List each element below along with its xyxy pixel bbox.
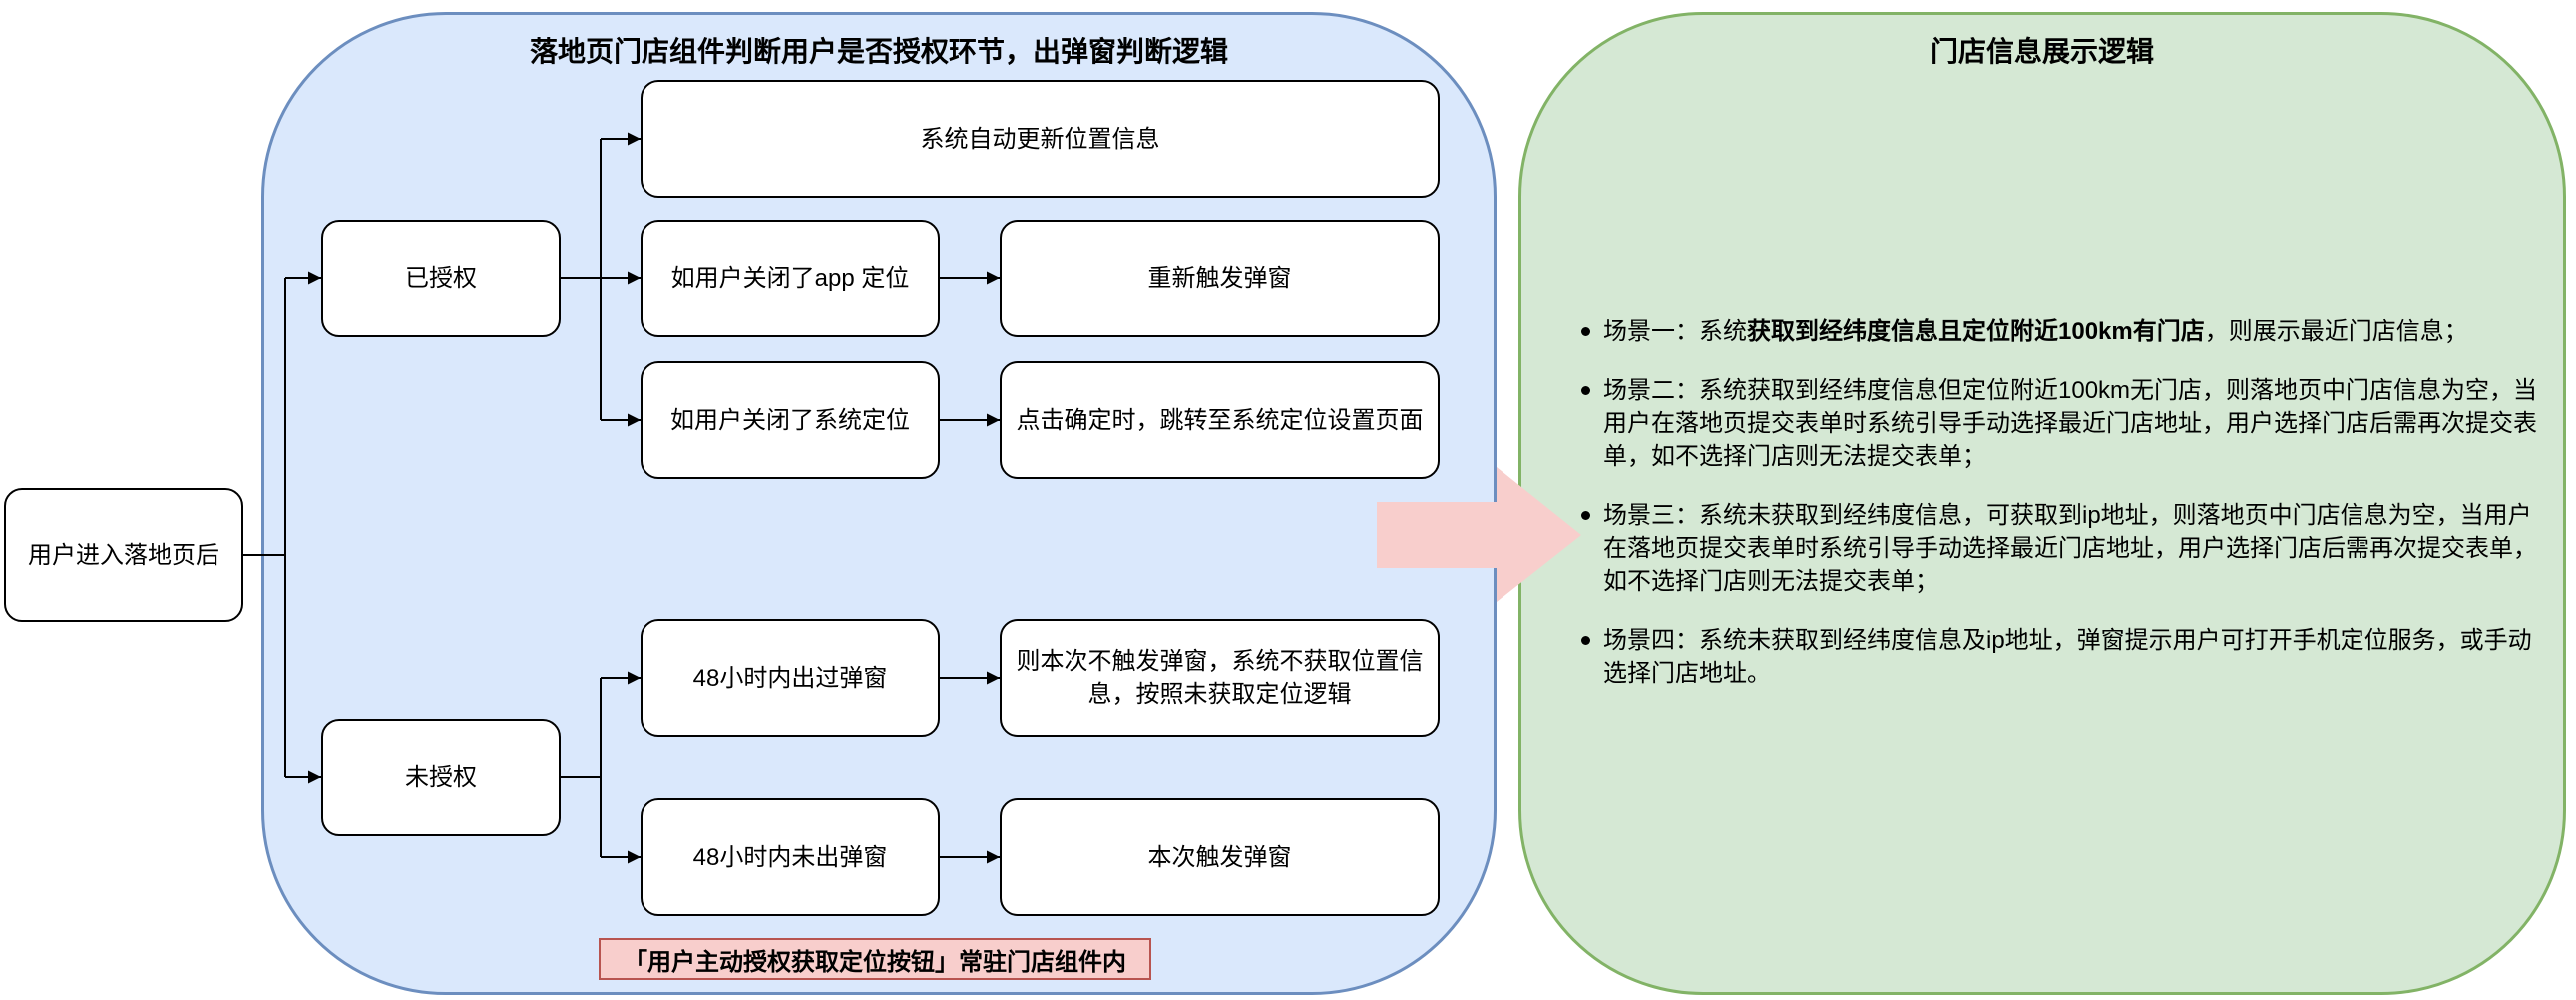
scenario-text-segment: 获取到经纬度信息且定位附近100km有门店 <box>1747 318 2205 345</box>
scenario-text-segment: 场景三：系统未获取到经纬度信息，可获取到ip地址，则落地页中门店信息为空，当用户… <box>1603 502 2537 595</box>
footnote-label: 「用户主动授权获取定位按钮」常驻门店组件内 <box>599 938 1151 980</box>
scenario-text-segment: ，则展示最近门店信息； <box>2204 318 2468 345</box>
node-retrigger-popup: 重新触发弹窗 <box>1000 220 1440 337</box>
store-info-panel <box>1518 12 2566 995</box>
scenario-item-4: 场景四：系统未获取到经纬度信息及ip地址，弹窗提示用户可打开手机定位服务，或手动… <box>1581 624 2547 690</box>
scenario-item-2: 场景二：系统获取到经纬度信息但定位附近100km无门店，则落地页中门店信息为空，… <box>1581 374 2547 473</box>
node-auto-update-location: 系统自动更新位置信息 <box>641 80 1440 198</box>
panel-link-arrow-icon <box>1377 467 1581 602</box>
store-info-title: 门店信息展示逻辑 <box>1930 36 2154 67</box>
scenario-text-segment: 场景四：系统未获取到经纬度信息及ip地址，弹窗提示用户可打开手机定位服务，或手动… <box>1603 627 2532 687</box>
node-no-popup-this-time: 则本次不触发弹窗，系统不获取位置信息，按照未获取定位逻辑 <box>1000 619 1440 737</box>
node-popup-shown-48h: 48小时内出过弹窗 <box>641 619 940 737</box>
scenario-item-3: 场景三：系统未获取到经纬度信息，可获取到ip地址，则落地页中门店信息为空，当用户… <box>1581 499 2547 598</box>
node-entry: 用户进入落地页后 <box>4 488 243 622</box>
node-trigger-popup: 本次触发弹窗 <box>1000 798 1440 916</box>
scenario-item-1: 场景一：系统获取到经纬度信息且定位附近100km有门店，则展示最近门店信息； <box>1581 315 2547 348</box>
node-authorized: 已授权 <box>321 220 561 337</box>
node-popup-not-shown-48h: 48小时内未出弹窗 <box>641 798 940 916</box>
scenario-text-segment: 场景二：系统获取到经纬度信息但定位附近100km无门店，则落地页中门店信息为空，… <box>1603 377 2538 470</box>
scenario-list: 场景一：系统获取到经纬度信息且定位附近100km有门店，则展示最近门店信息；场景… <box>1581 315 2547 716</box>
scenario-text-segment: 场景一：系统 <box>1603 318 1747 345</box>
authorization-flow-title: 落地页门店组件判断用户是否授权环节，出弹窗判断逻辑 <box>529 36 1228 67</box>
node-app-location-off: 如用户关闭了app 定位 <box>641 220 940 337</box>
node-jump-to-settings: 点击确定时，跳转至系统定位设置页面 <box>1000 361 1440 479</box>
node-system-location-off: 如用户关闭了系统定位 <box>641 361 940 479</box>
node-unauthorized: 未授权 <box>321 719 561 836</box>
flow-connectors <box>243 132 1000 864</box>
